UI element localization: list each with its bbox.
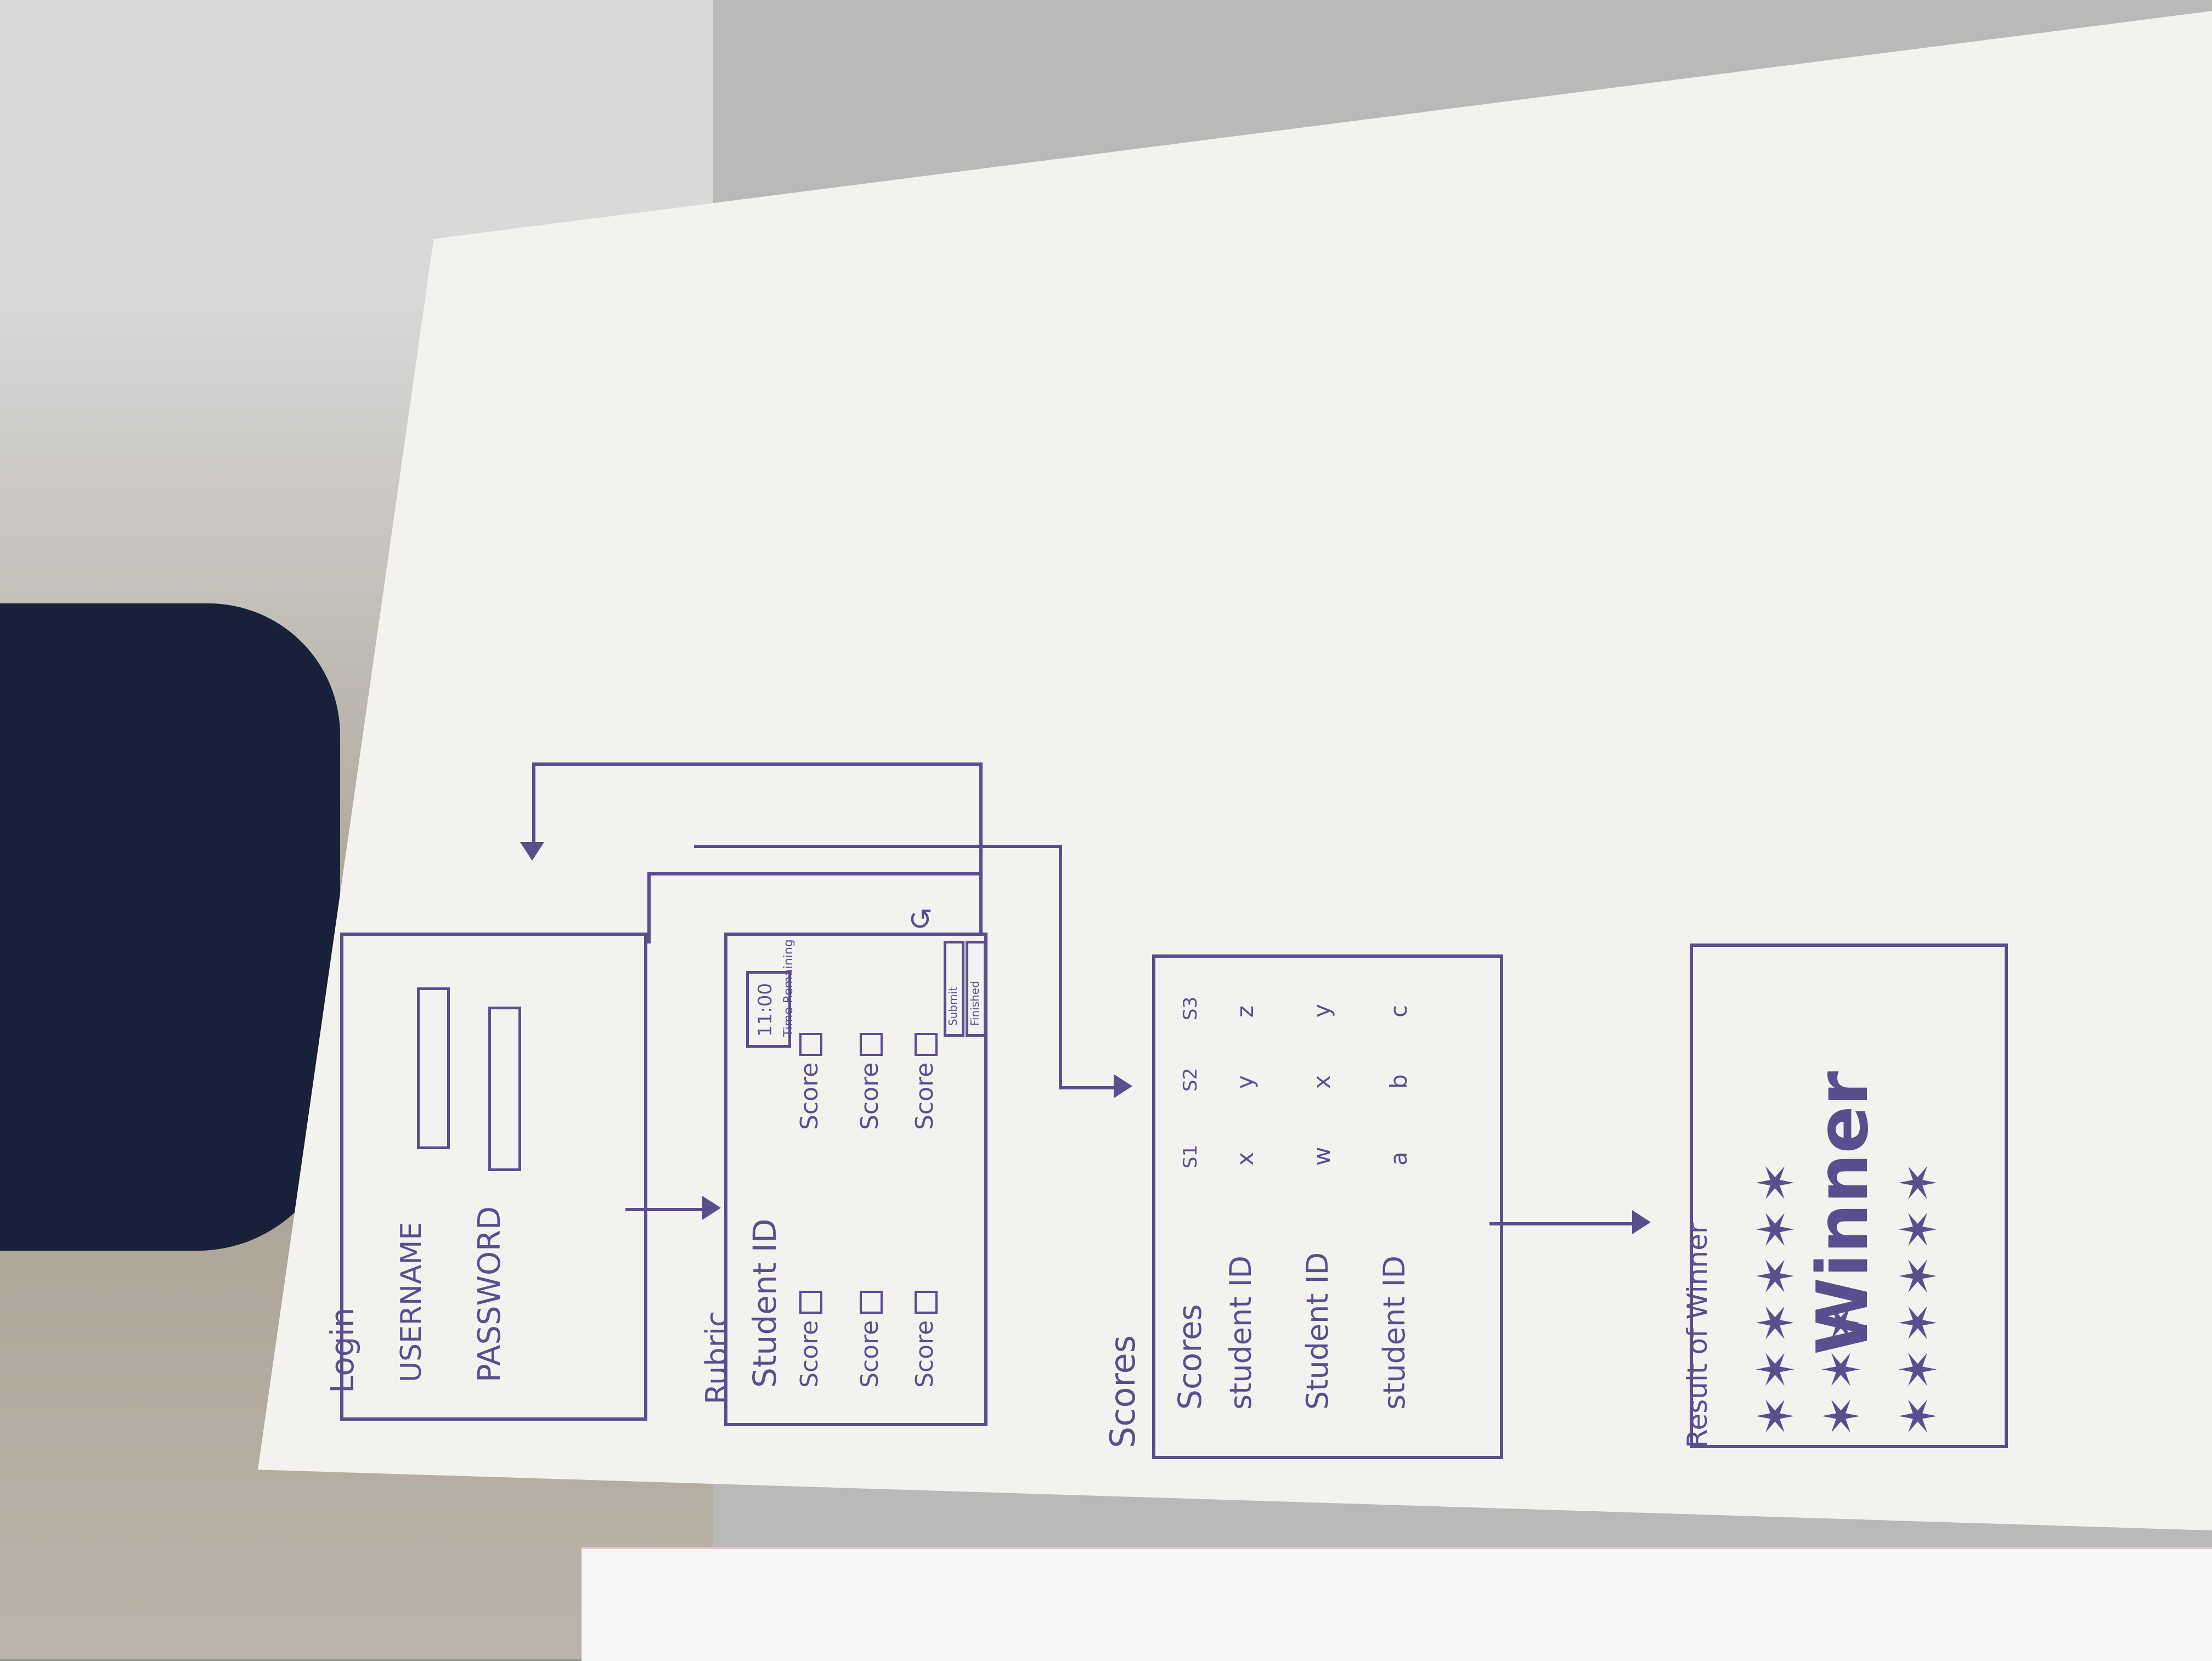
username-label: USERNAME (395, 1222, 428, 1382)
scores-header-s3: S3 (1180, 996, 1201, 1020)
rubric-score-5: Score (911, 1290, 939, 1388)
arrow-scores-to-result (1489, 1222, 1643, 1225)
scores-title: Scores (1103, 1335, 1143, 1448)
scores-row-3-value-2: b (1385, 1074, 1412, 1089)
username-field[interactable] (417, 987, 450, 1149)
connector-to-scores-vertical (1059, 845, 1062, 1089)
arrow-to-scores-head (1114, 1074, 1132, 1098)
rubric-score-4: Score (856, 1032, 884, 1130)
connector-to-scores-top (694, 845, 1062, 848)
timer-box (746, 971, 791, 1048)
scores-row-3-value-1: a (1385, 1151, 1412, 1166)
scores-row-2-value-3: y (1308, 1004, 1335, 1018)
arrow-login-to-rubric (625, 1208, 713, 1211)
scores-row-1-value-3: z (1232, 1005, 1259, 1018)
winner-text: Winner (1802, 1071, 1884, 1355)
connector-top-line-1 (647, 872, 982, 875)
password-label: PASSWORD (472, 1206, 507, 1382)
finished-button[interactable] (966, 941, 986, 1037)
rubric-screen (724, 933, 988, 1426)
submit-button[interactable] (944, 941, 964, 1037)
result-screen (1690, 944, 2008, 1448)
login-screen (340, 933, 647, 1421)
connector-to-scores-horizontal (1059, 1086, 1125, 1089)
scores-screen (1152, 954, 1503, 1459)
score-checkbox-5[interactable] (915, 1290, 938, 1314)
connector-top-line-2 (532, 762, 982, 766)
rubric-score-3: Score (856, 1290, 884, 1388)
connector-rubric-vertical (979, 762, 983, 935)
timer-value: 11:00 (754, 983, 776, 1037)
score-checkbox-3[interactable] (860, 1290, 883, 1314)
grid-paper-bottom (582, 1547, 2212, 1661)
scores-row-1-value-1: x (1232, 1152, 1259, 1166)
rubric-score-1: Score (795, 1290, 823, 1388)
scores-row-1-value-2: y (1232, 1075, 1259, 1089)
scores-header-label: Scores (1171, 1304, 1209, 1410)
scores-row-2-value-1: w (1308, 1146, 1335, 1166)
connector-top-line-2-vertical (532, 762, 535, 856)
submit-label: Submit (946, 987, 960, 1026)
finished-label: Finished (968, 981, 981, 1026)
score-checkbox-6[interactable] (915, 1032, 938, 1056)
scores-header-s1: S1 (1180, 1144, 1201, 1168)
winner-stars-bottom: ✶✶✶✶✶✶ (1889, 1157, 1948, 1437)
scores-header-s2: S2 (1180, 1067, 1201, 1092)
rubric-score-6: Score (911, 1032, 939, 1130)
result-title: Result of Winner (1681, 1222, 1713, 1448)
login-title: Login (324, 1307, 361, 1393)
password-field[interactable] (488, 1007, 521, 1171)
rubric-score-2: Score (795, 1032, 823, 1130)
scores-row-2-label: Student ID (1300, 1252, 1335, 1410)
scores-row-1-label: student ID (1223, 1255, 1258, 1410)
arrow-login-to-rubric-head (702, 1196, 721, 1220)
connector-rubric-to-login (647, 872, 651, 944)
score-checkbox-4[interactable] (860, 1032, 883, 1056)
arrow-back-to-login-head (520, 842, 544, 861)
timer-label: Time Remaining (782, 939, 795, 1037)
scores-row-2-value-2: x (1308, 1075, 1335, 1089)
sketch-paper (258, 11, 2212, 1530)
winner-stars-top: ✶✶✶✶✶✶ (1747, 1157, 1805, 1437)
scores-row-3-value-3: c (1385, 1004, 1412, 1018)
student-id-label: Student ID (746, 1218, 783, 1388)
background-dark-object (0, 603, 340, 1251)
rubric-title: Rubric (699, 1310, 734, 1405)
scores-row-3-label: student ID (1377, 1255, 1412, 1410)
score-checkbox-1[interactable] (799, 1290, 822, 1314)
score-checkbox-2[interactable] (799, 1032, 822, 1056)
refresh-icon: ↺ (908, 902, 933, 937)
arrow-scores-to-result-head (1632, 1210, 1651, 1234)
